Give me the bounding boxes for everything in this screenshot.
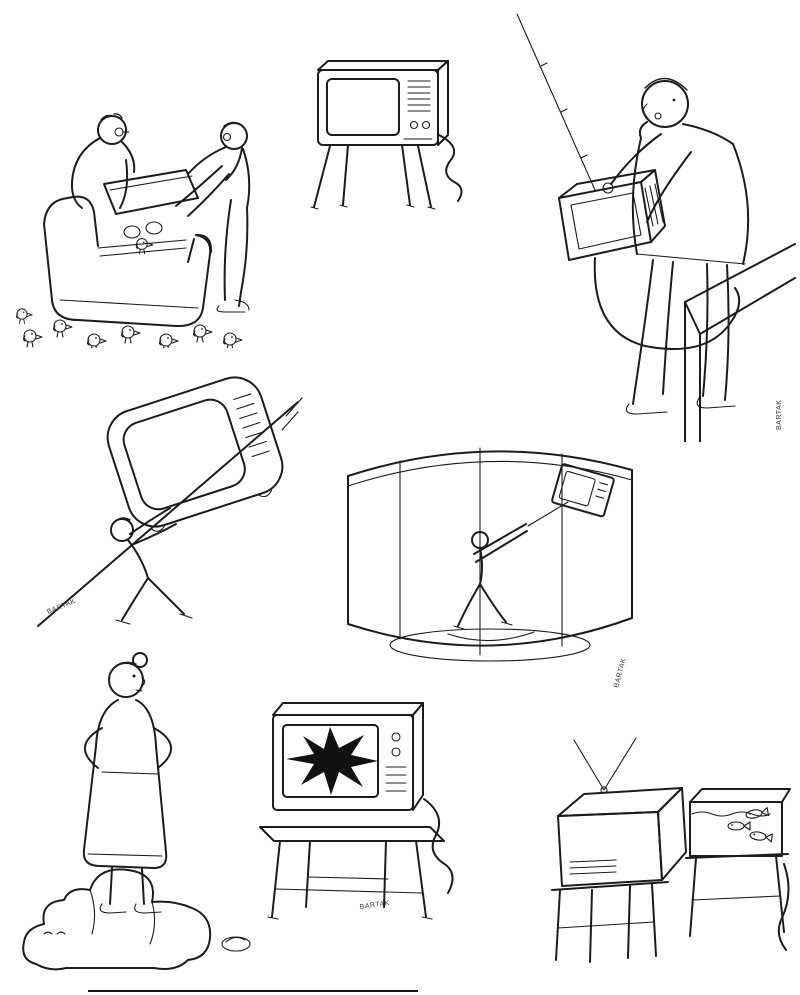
ledge bbox=[684, 243, 796, 442]
tv-telephone-drawing: BARTAK bbox=[516, 13, 796, 442]
man-left bbox=[70, 113, 136, 209]
slope-line bbox=[37, 401, 299, 627]
slipper bbox=[221, 936, 251, 952]
big-tv-icon bbox=[106, 376, 284, 532]
tv-aquarium-drawing bbox=[551, 737, 791, 963]
tv-hammer-throw-drawing: BARTAK bbox=[347, 447, 633, 689]
tv-legs bbox=[310, 144, 436, 210]
panel-tv-on-legs bbox=[298, 55, 468, 220]
artist-signature: BARTAK bbox=[776, 400, 783, 430]
man-right bbox=[175, 121, 251, 313]
tv-stand bbox=[551, 881, 669, 963]
panel-woman-slumped-armchair bbox=[6, 642, 258, 987]
power-cord bbox=[423, 798, 454, 894]
throw-cord bbox=[527, 501, 569, 527]
panel-tv-telephone: BARTAK bbox=[495, 2, 797, 442]
aquarium bbox=[689, 788, 791, 857]
aquarium-stand bbox=[685, 853, 789, 937]
panel-broken-tv: BARTAK bbox=[248, 695, 460, 933]
artist-signature: BARTAK bbox=[46, 598, 77, 616]
pushing-man bbox=[110, 507, 193, 625]
panel-armchair-chicks bbox=[8, 48, 288, 348]
woman bbox=[82, 652, 172, 914]
tv-on-legs-drawing bbox=[310, 60, 463, 210]
slope-marks bbox=[281, 397, 303, 431]
man-listening bbox=[602, 77, 750, 415]
slumped-armchair bbox=[22, 868, 212, 971]
chicks bbox=[16, 308, 243, 348]
panel-tv-aquarium bbox=[540, 732, 796, 990]
artist-signature: BARTAK bbox=[359, 900, 390, 911]
panel-tv-hammer-throw: BARTAK bbox=[330, 412, 650, 707]
antenna-icon bbox=[516, 13, 596, 191]
flying-tv-icon bbox=[551, 463, 615, 518]
power-cord bbox=[438, 134, 463, 202]
broken-tv-icon bbox=[272, 702, 424, 811]
woman-armchair-drawing bbox=[22, 652, 251, 971]
tv-icon bbox=[557, 737, 687, 887]
smashed-screen-hole bbox=[286, 727, 378, 795]
panel-tv-uphill: BARTAK bbox=[30, 352, 320, 637]
throwing-man bbox=[447, 523, 535, 642]
broken-tv-drawing: BARTAK bbox=[259, 702, 454, 920]
power-cord bbox=[777, 863, 790, 951]
armchair-open-seat bbox=[43, 169, 213, 328]
scan-artifact-line bbox=[88, 990, 418, 992]
circular-enclosure bbox=[347, 447, 633, 662]
tv-table bbox=[259, 826, 445, 920]
tv-icon bbox=[317, 60, 449, 146]
armchair-chicks-drawing bbox=[16, 113, 251, 348]
artist-signature: BARTAK bbox=[613, 657, 628, 688]
tv-uphill-drawing: BARTAK bbox=[37, 376, 303, 627]
